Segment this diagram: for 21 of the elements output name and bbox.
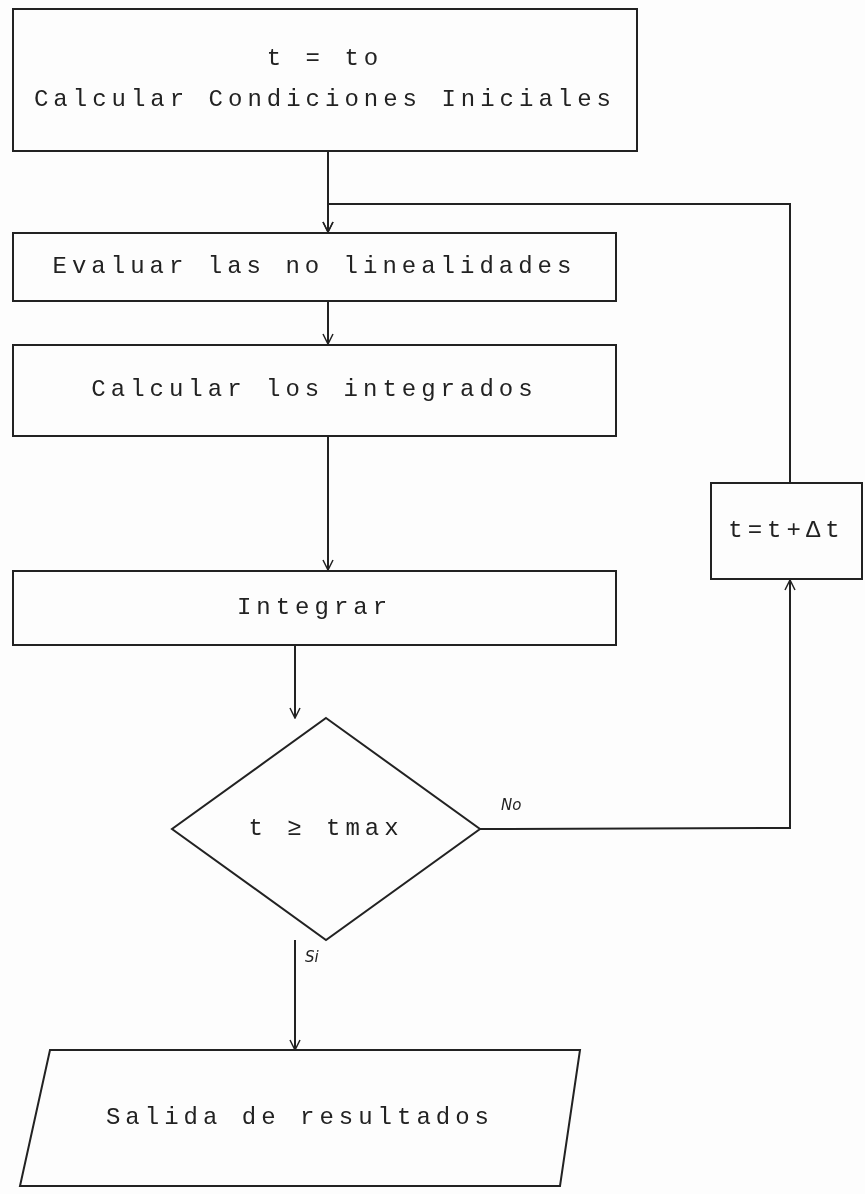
output-parallelogram <box>20 1050 580 1186</box>
arrow <box>289 939 301 1051</box>
process-box <box>710 482 863 580</box>
arrow <box>289 645 301 719</box>
process-box <box>12 344 617 437</box>
arrow <box>322 436 334 571</box>
arrow <box>322 203 791 483</box>
node-text: Evaluar las no linealidades <box>52 251 577 282</box>
arrow <box>479 579 796 830</box>
node-text: t ≥ tmax <box>248 813 404 844</box>
node-text: Calcular Condiciones Iniciales <box>33 85 617 115</box>
process-box <box>12 570 617 646</box>
node-text: t = to <box>266 44 384 75</box>
process-box <box>12 232 617 302</box>
arrow <box>322 301 334 345</box>
node-text: t=t+Δt <box>728 515 845 546</box>
node-text: Integrar <box>236 592 393 623</box>
process-box <box>12 8 638 152</box>
decision-diamond <box>172 718 480 940</box>
node-text: Calcular los integrados <box>91 375 538 406</box>
node-text: Salida de resultados <box>105 1102 494 1133</box>
